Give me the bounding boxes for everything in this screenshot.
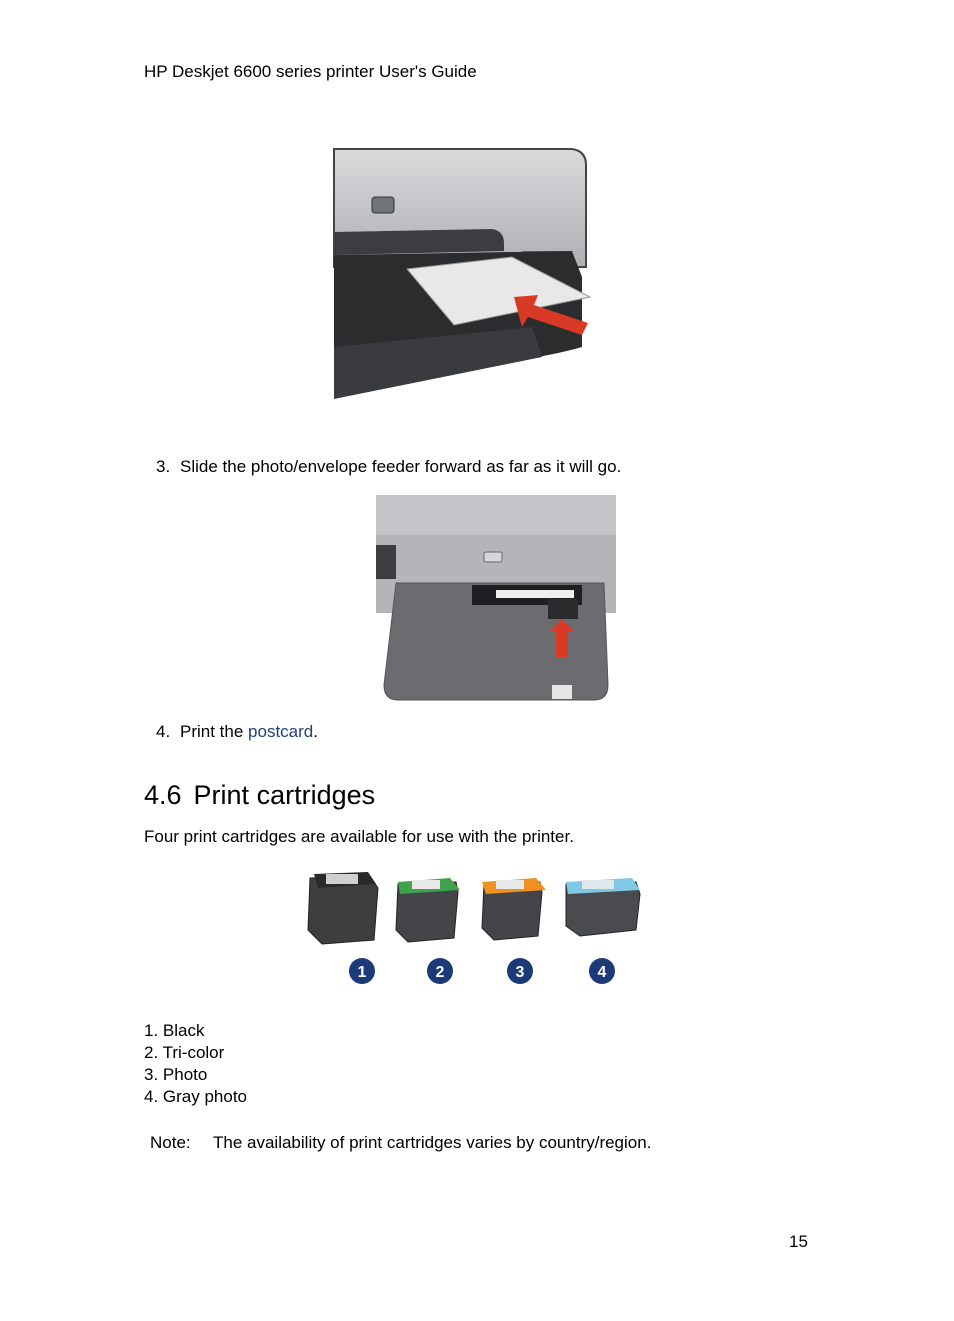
note-text: The availability of print cartridges var… bbox=[213, 1133, 652, 1152]
step-3: 3. Slide the photo/envelope feeder forwar… bbox=[156, 457, 621, 477]
figure-postcard-feed bbox=[332, 147, 594, 403]
figure-cartridges: 1 2 3 4 bbox=[300, 868, 650, 990]
svg-text:4: 4 bbox=[598, 964, 607, 981]
section-heading: 4.6 Print cartridges bbox=[144, 780, 375, 811]
page-number: 15 bbox=[789, 1232, 808, 1251]
step-text: Slide the photo/envelope feeder forward … bbox=[180, 457, 622, 476]
list-item: 4. Gray photo bbox=[144, 1087, 248, 1106]
section-title: Print cartridges bbox=[193, 780, 376, 810]
svg-text:3: 3 bbox=[516, 964, 525, 981]
red-arrow-icon bbox=[514, 295, 588, 335]
postcard-link[interactable]: postcard bbox=[248, 722, 314, 741]
figure-slide-feeder bbox=[376, 495, 616, 703]
step-4: 4. Print the postcard. bbox=[156, 722, 318, 742]
running-header: HP Deskjet 6600 series printer User's Gu… bbox=[144, 62, 477, 81]
cartridge-gray-photo: 4 bbox=[565, 878, 641, 984]
section-number: 4.6 bbox=[144, 780, 182, 810]
step-number: 4. bbox=[156, 722, 171, 741]
svg-text:1: 1 bbox=[358, 964, 367, 981]
step-number: 3. bbox=[156, 457, 171, 476]
list-item: 1. Black bbox=[144, 1021, 205, 1040]
note-label: Note: bbox=[150, 1133, 191, 1152]
cartridge-list: 1. Black 2. Tri-color 3. Photo 4. Gray p… bbox=[144, 1020, 247, 1108]
section-intro: Four print cartridges are available for … bbox=[144, 827, 574, 846]
cartridge-photo: 3 bbox=[481, 878, 546, 984]
note: Note: The availability of print cartridge… bbox=[150, 1133, 651, 1153]
cartridge-black: 1 bbox=[307, 872, 379, 984]
step-text-after: . bbox=[313, 722, 318, 741]
cartridge-tri-color: 2 bbox=[395, 878, 460, 984]
svg-text:2: 2 bbox=[436, 964, 445, 981]
list-item: 3. Photo bbox=[144, 1065, 208, 1084]
red-arrow-icon bbox=[550, 619, 574, 657]
list-item: 2. Tri-color bbox=[144, 1043, 225, 1062]
step-text-before: Print the bbox=[180, 722, 249, 741]
